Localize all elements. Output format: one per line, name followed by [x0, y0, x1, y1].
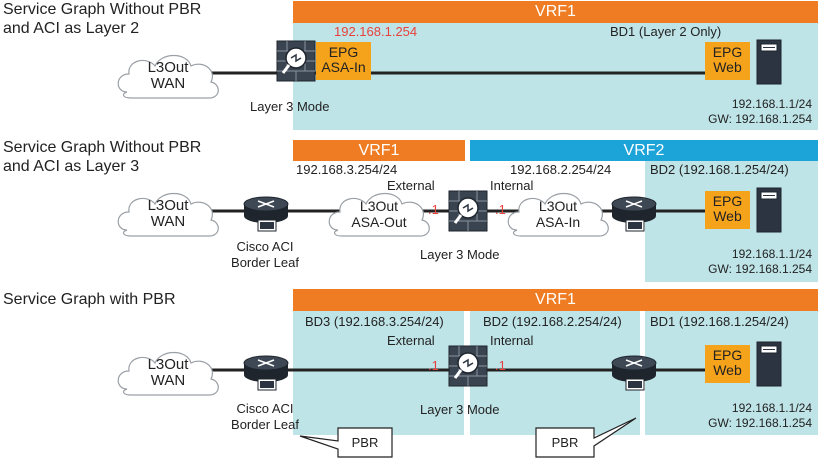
s2-vrf1-label: VRF1: [358, 142, 400, 159]
s2-cloud-wan-label: L3Out WAN: [128, 198, 208, 230]
vrf1-bar-s2: [293, 140, 465, 161]
s2-leaf-line1: Cisco ACI: [236, 239, 294, 254]
s2-cloud1-line2: WAN: [150, 213, 186, 230]
bd2-region-s3: [470, 311, 640, 435]
s1-cloud-line2: WAN: [150, 75, 186, 92]
epg-web-box-s2: [705, 191, 750, 229]
s1-title-line1: Service Graph Without PBR: [3, 1, 202, 18]
s2-title-line2: and ACI as Layer 3: [3, 158, 140, 175]
s3-leaf-line1: Cisco ACI: [236, 401, 294, 416]
s1-server-ip: 192.168.1.1/24: [731, 97, 812, 111]
s1-cloud-line1: L3Out: [147, 59, 189, 76]
s2-title-line1: Service Graph Without PBR: [3, 139, 202, 156]
s2-dot1-left: .1: [428, 202, 439, 217]
s2-cloud-asa-in-label: L3Out ASA-In: [513, 198, 603, 230]
s2-server-ip: 192.168.1.1/24: [731, 247, 812, 261]
s2-dot1-right: .1: [495, 202, 506, 217]
border-leaf-icon-s2: [243, 196, 289, 232]
s1-epg1-line1: EPG: [328, 44, 359, 60]
s1-epg1-line2: ASA-In: [321, 59, 366, 75]
s3-epg-web-label: EPG Web: [705, 348, 750, 378]
server-icon-s2: [756, 187, 782, 233]
s3-dot1-right: .1: [495, 358, 506, 373]
server-icon-s1: [756, 39, 782, 85]
border-leaf-icon-s3: [243, 355, 289, 391]
s1-epg2-line2: Web: [713, 59, 742, 75]
s3-title: Service Graph with PBR: [3, 291, 176, 308]
pbr-label-1: PBR: [351, 435, 379, 450]
firewall-icon-s1: [275, 39, 317, 83]
s3-server-ip: 192.168.1.1/24: [731, 401, 812, 415]
s3-bd1-label: BD1 (192.168.1.254/24): [650, 314, 789, 329]
s3-cloud-label: L3Out WAN: [128, 357, 208, 389]
firewall-icon-s3: [447, 344, 489, 388]
s2-epg-line1: EPG: [712, 193, 743, 209]
s1-vrf-label: VRF1: [535, 3, 576, 20]
s3-external-label: External: [387, 333, 435, 348]
firewall-icon-s2: [447, 189, 489, 233]
s2-cloud-asa-out-label: L3Out ASA-Out: [334, 198, 424, 230]
epg-web-box-s3: [705, 345, 750, 383]
s3-mode-label: Layer 3 Mode: [420, 402, 500, 417]
vrf1-bar-s1: [293, 1, 818, 23]
s3-server-gw: GW: 192.168.1.254: [708, 416, 812, 430]
s1-epg2-line1: EPG: [712, 44, 743, 60]
s2-internal-label: Internal: [490, 178, 534, 193]
s2-cloud3-line1: L3Out: [538, 198, 578, 214]
s2-cloud3-line2: ASA-In: [535, 214, 581, 230]
s1-fw-ip: 192.168.1.254: [334, 24, 418, 39]
s2-cloud2-line2: ASA-Out: [351, 214, 407, 230]
pbr-callout-2: [535, 417, 637, 458]
s3-cloud-line2: WAN: [150, 372, 186, 389]
vrf1-bar-s3: [293, 289, 818, 311]
s2-cloud2-line1: L3Out: [359, 198, 399, 214]
vrf2-bar-s2: [470, 140, 818, 161]
pbr-callout-1: [299, 427, 393, 458]
s2-vrf2-ip: 192.168.2.254/24: [510, 162, 612, 177]
s3-bd3-label: BD3 (192.168.3.254/24): [305, 314, 444, 329]
s1-title-line2: and ACI as Layer 2: [3, 20, 140, 37]
s3-bd2-label: BD2 (192.168.2.254/24): [483, 314, 622, 329]
s1-mode-label: Layer 3 Mode: [250, 99, 330, 114]
server-icon-s3: [756, 341, 782, 387]
s3-internal-label: Internal: [490, 333, 534, 348]
s3-leaf-line2: Border Leaf: [231, 417, 299, 432]
s2-bd2-label: BD2 (192.168.1.254/24): [650, 162, 789, 177]
s1-bd-label: BD1 (Layer 2 Only): [610, 24, 722, 39]
s1-epg-web-label: EPG Web: [705, 45, 750, 75]
s2-vrf2-label: VRF2: [623, 142, 665, 159]
s1-server-gw: GW: 192.168.1.254: [708, 112, 812, 126]
epg-web-box-s1: [705, 42, 750, 80]
s3-cloud-line1: L3Out: [147, 356, 189, 373]
s2-mode-label: Layer 3 Mode: [420, 247, 500, 262]
s2-epg-line2: Web: [713, 208, 742, 224]
pbr-label-2: PBR: [551, 435, 579, 450]
s2-epg-web-label: EPG Web: [705, 194, 750, 224]
s3-epg-line1: EPG: [712, 347, 743, 363]
s2-vrf1-ip: 192.168.3.254/24: [296, 162, 398, 177]
s1-cloud-label: L3Out WAN: [128, 60, 208, 92]
s2-cloud1-line1: L3Out: [147, 197, 189, 214]
bd3-region-s3: [293, 311, 464, 435]
s3-dot1-left: .1: [428, 358, 439, 373]
s3-epg-line2: Web: [713, 362, 742, 378]
s1-epg-asa-in-label: EPG ASA-In: [316, 45, 371, 75]
s2-server-gw: GW: 192.168.1.254: [708, 262, 812, 276]
s2-external-label: External: [387, 178, 435, 193]
s2-leaf-line2: Border Leaf: [231, 255, 299, 270]
s3-vrf-label: VRF1: [535, 291, 576, 308]
